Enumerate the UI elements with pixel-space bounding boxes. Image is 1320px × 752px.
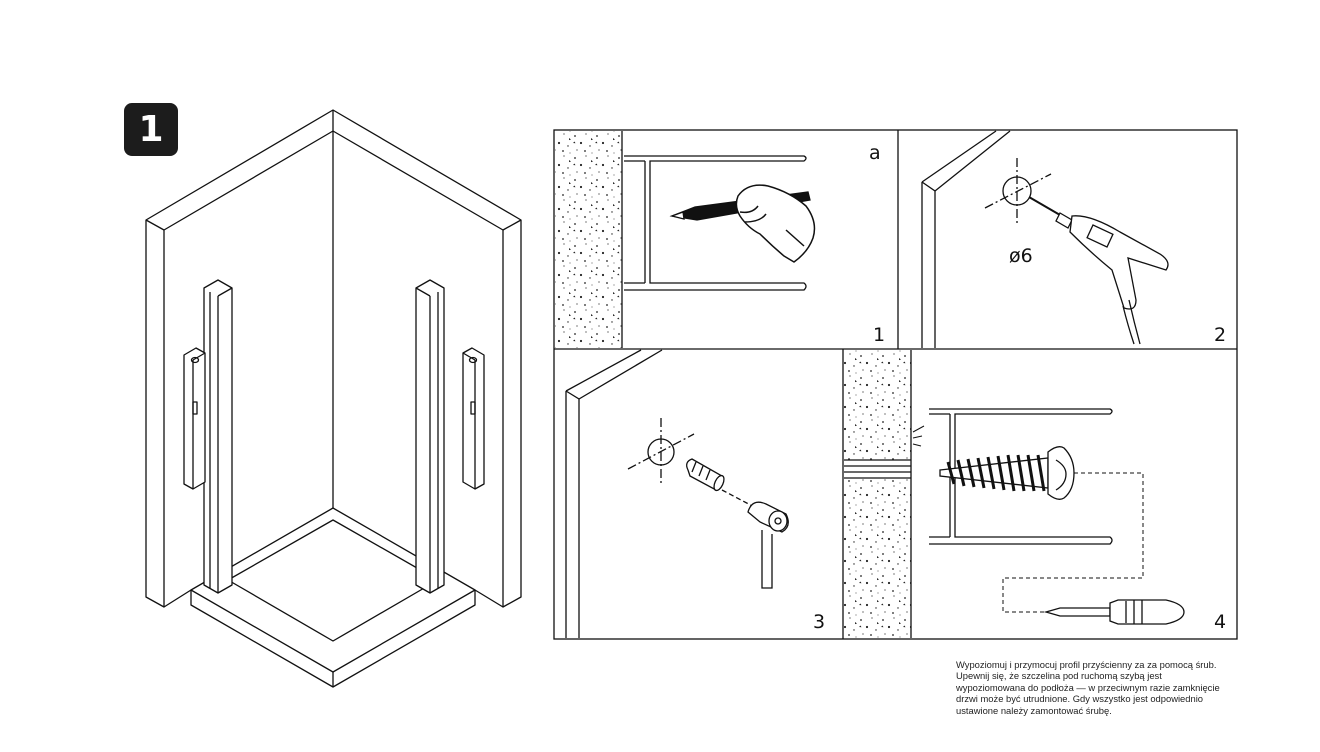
step-number-badge: 1 — [124, 103, 178, 156]
hammer-icon — [747, 501, 789, 589]
instruction-line: Wypoziomuj i przymocuj profil przyścienn… — [956, 659, 1217, 670]
instruction-line: drzwi może być utrudnione. Gdy wszystko … — [956, 693, 1203, 705]
screw-icon — [939, 446, 1075, 500]
panel-1-corner-letter: a — [869, 142, 881, 164]
drill-icon — [1028, 196, 1169, 345]
hand-icon — [735, 184, 816, 263]
crosshair-icon — [984, 158, 1052, 224]
panel-4-screw-profile — [844, 350, 1185, 638]
wall-plug-icon — [686, 458, 725, 492]
instruction-line: Upewnij się, że szczelina pod ruchomą sz… — [956, 670, 1162, 682]
instruction-line: ustawione należy zamontować śrubę. — [956, 704, 1112, 716]
screwdriver-icon — [1043, 599, 1185, 625]
panel-2-drill-holes — [921, 130, 1169, 348]
shower-corner-illustration — [145, 109, 522, 688]
panel-4-number: 4 — [1214, 611, 1226, 633]
panel-3-number: 3 — [813, 611, 825, 633]
instruction-line: wypoziomowana do podłoża — w przeciwnym … — [956, 681, 1220, 693]
panel-3-insert-plug — [565, 349, 789, 638]
panel-1-mark-holes — [555, 131, 816, 348]
drill-size-label: ø6 — [1009, 245, 1033, 267]
panel-1-number: 1 — [873, 324, 885, 346]
crosshair-icon — [627, 418, 695, 483]
instruction-text: Wypoziomuj i przymocuj profil przyścienn… — [956, 659, 1246, 716]
panel-2-number: 2 — [1214, 324, 1226, 346]
